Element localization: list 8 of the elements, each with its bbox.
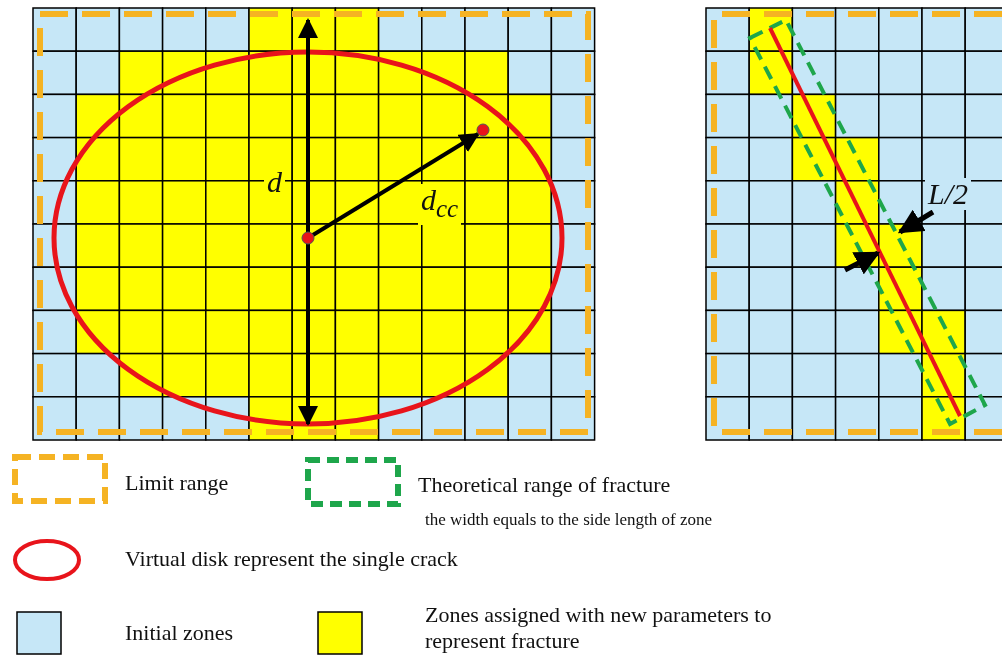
dimension-label: d$_{cc}$ <box>418 184 462 225</box>
legend-label: Theoretical range of fracture <box>418 472 671 498</box>
legend-label: Virtual disk represent the single crack <box>125 546 458 572</box>
dimension-label: L/2 <box>925 178 972 210</box>
legend-label: Initial zones <box>125 620 234 646</box>
legend-label: Zones assigned with new parameters to represent fracture <box>425 602 773 654</box>
legend-label: Limit range <box>125 470 229 496</box>
legend-note: the width equals to the side length of zone <box>425 510 713 530</box>
